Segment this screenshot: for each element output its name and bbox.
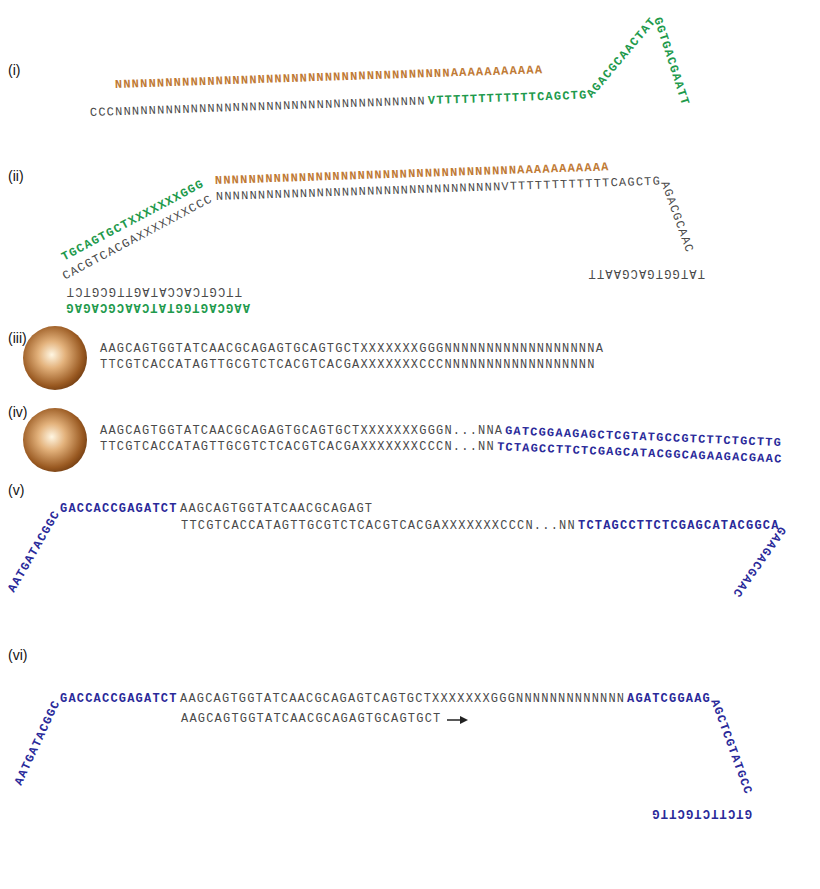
illumina-adapter: AATGATACGGC bbox=[13, 699, 65, 789]
illumina-adapter: TCTAGCCTTCTCGAGCATACGGCA bbox=[578, 520, 780, 534]
adapter-sequence: GGTGACGAATT bbox=[649, 16, 691, 108]
step-label: (iii) bbox=[8, 330, 27, 346]
adapter-sequence: VTTTTTTTTTTTTCAGCTG bbox=[428, 90, 588, 109]
illumina-adapter: AATGATACGGC bbox=[6, 508, 64, 595]
dna-strand: AGACGCAAC bbox=[656, 180, 695, 256]
dna-strand: TTCGTCACCATAGTTGCGTCTCACGTCACGAXXXXXXXCC… bbox=[181, 520, 576, 534]
dna-strand: AAGCAGTGGTATCAACGCAGAGTCAGTGCTXXXXXXXGGG… bbox=[180, 693, 625, 707]
dna-strand: AAGCAGTGGTATCAACGCAGAGTGCAGTGCTXXXXXXXGG… bbox=[100, 343, 604, 357]
dna-strand: CACGTCACGAXXXXXXXCCC bbox=[60, 193, 215, 284]
primer-arrow bbox=[447, 719, 461, 721]
rna-strand: NNNNNNNNNNNNNNNNNNNNNNNNNNNNNNNNNNNNNNNN… bbox=[115, 64, 544, 93]
illumina-adapter: AGCTCGTATGCC bbox=[707, 698, 754, 797]
dna-strand: AAGCAGTGGTATCAACGCAGAGTGCAGTGCTXXXXXXXGG… bbox=[100, 425, 503, 439]
illumina-adapter: GAAGACGAAC bbox=[728, 523, 787, 600]
dna-strand: TATGGTGACGAATT bbox=[587, 265, 705, 279]
step-label: (i) bbox=[8, 62, 20, 78]
dna-strand: AAGCAGTGGTATCAACGCAGAGTGCAGTGCT bbox=[181, 713, 441, 727]
arrow-layer bbox=[447, 716, 468, 724]
dna-strand: TTCGTCACCATAGTTGCGTCTCACGTCACGAXXXXXXXCC… bbox=[100, 441, 495, 455]
adapter-sequence: AAGCAGTGGTATCAACGCAGAG bbox=[65, 299, 250, 313]
bead bbox=[23, 326, 87, 390]
step-label: (vi) bbox=[8, 647, 27, 663]
step-label: (ii) bbox=[8, 168, 24, 184]
adapter-sequence: AGACGCAACTAT bbox=[584, 15, 659, 101]
step-label: (iv) bbox=[8, 404, 27, 420]
dna-strand: AAGCAGTGGTATCAACGCAGAGT bbox=[180, 503, 373, 517]
illumina-adapter: AGATCGGAAG bbox=[627, 693, 711, 707]
dna-strand: TTCGTCACCATAGTTGCGTCT bbox=[66, 283, 242, 297]
dna-strand: CCCNNNNNNNNNNNNNNNNNNNNNNNNNNNNNNNNNNNNN bbox=[90, 95, 426, 121]
illumina-adapter: GTCTTCTGCTTG bbox=[651, 805, 752, 819]
primer-arrowhead bbox=[460, 716, 468, 724]
adapter-sequence: TGCAGTGCTXXXXXXXGGG bbox=[59, 178, 206, 265]
dna-strand: TTCGTCACCATAGTTGCGTCTCACGTCACGAXXXXXXXCC… bbox=[100, 359, 596, 373]
step-label: (v) bbox=[8, 482, 24, 498]
illumina-adapter: GACCACCGAGATCT bbox=[60, 693, 178, 707]
illumina-adapter: GACCACCGAGATCT bbox=[60, 503, 178, 517]
bead bbox=[23, 408, 87, 472]
